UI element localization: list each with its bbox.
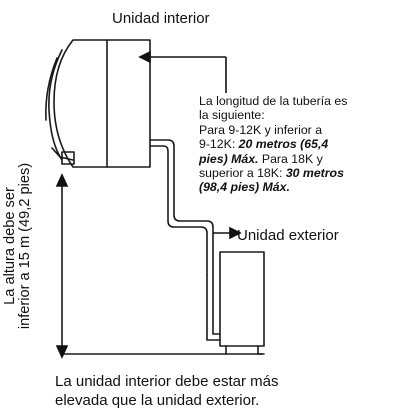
- outdoor-unit-label: Unidad exterior: [237, 227, 339, 244]
- outdoor-pointer-arrowhead: [229, 226, 242, 240]
- height-limit-line1: La altura debe ser: [2, 187, 18, 305]
- footer-note: La unidad interior debe estar más elevad…: [55, 372, 385, 410]
- height-limit-line2: inferior a 15 m (49,2 pies): [17, 162, 33, 330]
- note-range2-value-part1: 30 metros: [285, 166, 344, 181]
- height-bottom-arrowhead: [55, 345, 69, 359]
- height-top-arrowhead: [55, 173, 69, 187]
- indoor-unit-drawing: [45, 39, 151, 168]
- height-limit-label: La altura debe ser inferior a 15 m (49,2…: [2, 126, 33, 366]
- outdoor-unit-drawing: [219, 251, 265, 355]
- indoor-pointer-arrowhead: [138, 50, 151, 64]
- refrigerant-piping: [149, 139, 221, 341]
- pipe-length-note: La longitud de la tubería es la siguient…: [199, 94, 391, 195]
- note-intro-line2: la siguiente:: [199, 108, 265, 123]
- note-range2-text-part1: Para 18K y: [258, 151, 323, 166]
- height-indicator: [61, 179, 263, 355]
- footer-line2: elevada que la unidad exterior.: [55, 392, 260, 409]
- note-intro-line1: La longitud de la tubería es: [199, 94, 348, 108]
- note-range2-value-part2: (98,4 pies) Máx.: [199, 180, 290, 195]
- indoor-unit-label: Unidad interior: [112, 10, 210, 27]
- note-range2-text-part2: superior a 18K:: [199, 166, 286, 181]
- footer-line1: La unidad interior debe estar más: [55, 373, 279, 390]
- note-range1-value-part1: 20 metros (65,4: [238, 137, 329, 152]
- note-range1-line1: Para 9-12K y inferior a: [199, 122, 323, 137]
- note-range1-prefix: 9-12K:: [199, 137, 239, 152]
- note-range1-value-part2: pies) Máx.: [199, 151, 259, 166]
